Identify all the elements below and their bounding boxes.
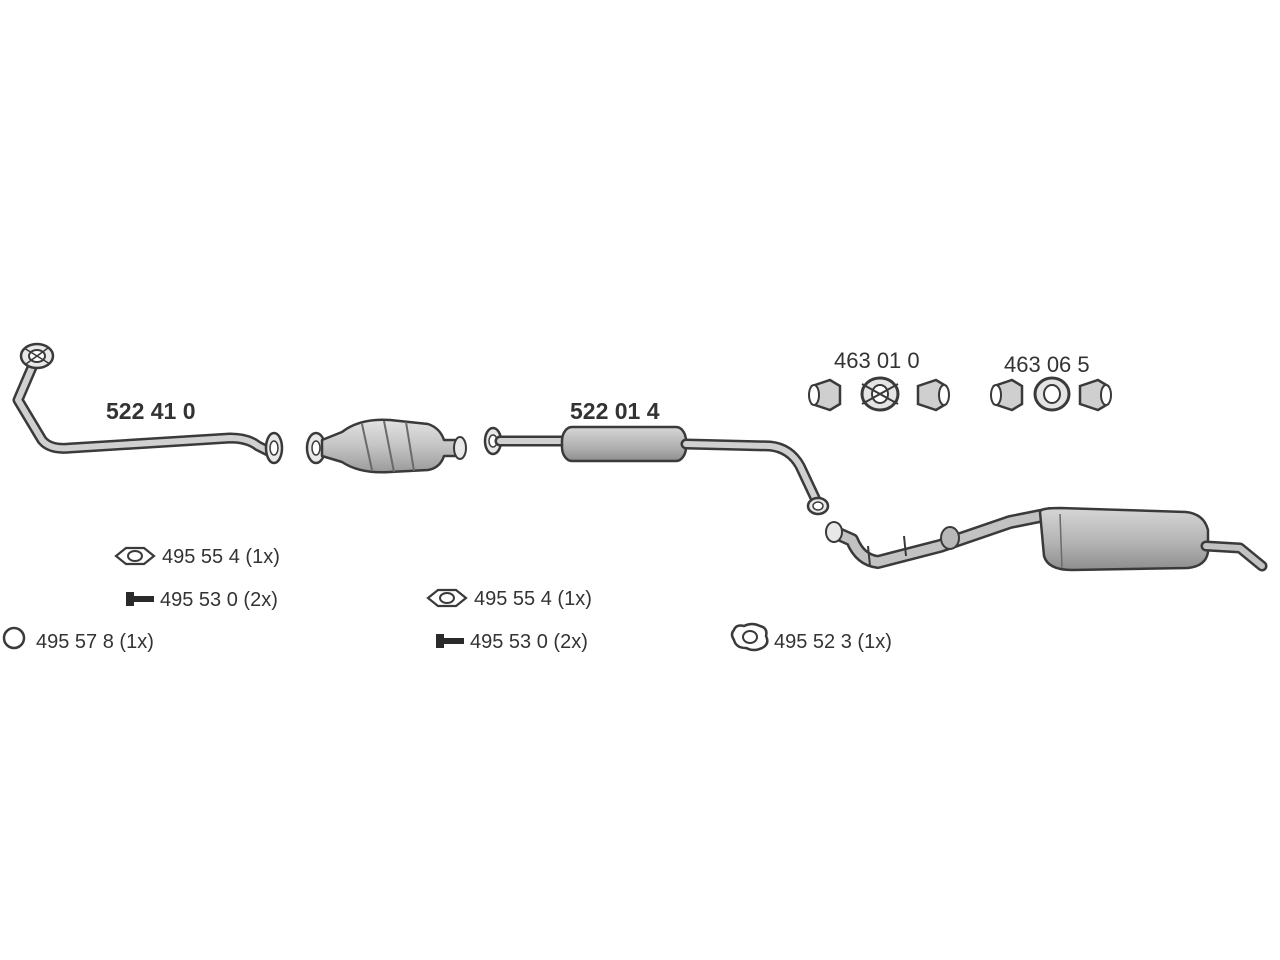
gasket-icon <box>426 588 468 608</box>
part-number-front-pipe: 522 41 0 <box>106 398 196 424</box>
accessory-bolt-mid: 495 53 0 (2x) <box>470 631 588 653</box>
middle-silencer <box>560 425 688 463</box>
accessory-rubber-mount: 495 52 3 (1x) <box>774 631 892 653</box>
front-pipe <box>12 342 284 465</box>
accessory-bolt-left: 495 53 0 (2x) <box>160 589 278 611</box>
bolt-icon <box>126 592 154 606</box>
gasket-icon <box>114 546 156 566</box>
part-number-clamp-kit-b: 463 06 5 <box>1004 352 1090 377</box>
catalytic-converter <box>305 418 467 474</box>
front-pipe-outlet-flange <box>264 431 284 465</box>
rear-muffler <box>825 506 1268 572</box>
ring-icon <box>2 626 26 650</box>
part-number-clamp-kit-a: 463 01 0 <box>834 348 920 373</box>
clamp-kit-a <box>808 376 950 412</box>
accessory-gasket-mid: 495 55 4 (1x) <box>474 588 592 610</box>
accessory-gasket-left: 495 55 4 (1x) <box>162 546 280 568</box>
middle-pipe <box>483 425 830 516</box>
front-pipe-manifold-flange <box>19 342 55 370</box>
accessory-ring-left: 495 57 8 (1x) <box>36 631 154 653</box>
bolt-icon <box>436 634 464 648</box>
part-number-middle-pipe: 522 01 4 <box>570 398 660 424</box>
rubber-mount-icon <box>730 622 769 652</box>
clamp-kit-b <box>990 376 1112 412</box>
